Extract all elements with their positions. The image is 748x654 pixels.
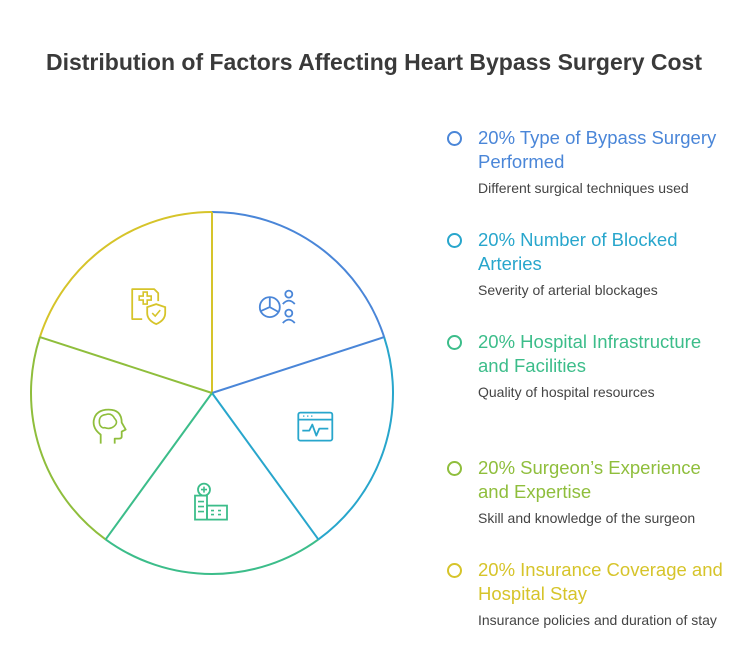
legend-label: Surgeon’s Experience and Expertise (478, 457, 701, 502)
pie-slice-1 (211, 211, 386, 338)
legend-circle-icon (447, 563, 462, 578)
head-brain-icon (92, 408, 127, 444)
legend-circle-icon (447, 131, 462, 146)
slice-divider-4 (104, 392, 213, 541)
legend-circle-icon (447, 335, 462, 350)
slice-divider-3 (211, 392, 320, 541)
legend-percent: 20% (478, 331, 516, 352)
legend-description: Different surgical techniques used (478, 180, 689, 196)
legend-label: Insurance Coverage and Hospital Stay (478, 559, 723, 604)
hospital-building-icon (194, 482, 228, 521)
legend-title: 20% Number of Blocked Arteries (478, 228, 728, 276)
legend-label: Hospital Infrastructure and Facilities (478, 331, 702, 376)
legend-description: Skill and knowledge of the surgeon (478, 510, 696, 526)
legend-description: Quality of hospital resources (478, 384, 655, 400)
pie-chart-people-icon (258, 289, 296, 324)
pie-slice-3 (105, 538, 319, 575)
legend-percent: 20% (478, 229, 516, 250)
legend-circle-icon (447, 233, 462, 248)
legend-circle-icon (447, 461, 462, 476)
legend-percent: 20% (478, 457, 516, 478)
slice-divider-2 (211, 336, 385, 394)
legend-title: 20% Surgeon’s Experience and Expertise (478, 456, 728, 504)
legend-title: 20% Type of Bypass Surgery Performed (478, 126, 728, 174)
slice-divider-5 (39, 336, 213, 394)
medical-document-shield-icon (131, 288, 167, 326)
legend-label: Type of Bypass Surgery Performed (478, 127, 717, 172)
legend-description: Severity of arterial blockages (478, 282, 658, 298)
pie-slice-4 (30, 336, 107, 541)
legend-percent: 20% (478, 127, 516, 148)
legend-percent: 20% (478, 559, 516, 580)
pie-slice-5 (38, 211, 213, 338)
heart-monitor-screen-icon (297, 411, 334, 442)
legend-title: 20% Hospital Infrastructure and Faciliti… (478, 330, 728, 378)
legend-label: Number of Blocked Arteries (478, 229, 678, 274)
legend-title: 20% Insurance Coverage and Hospital Stay (478, 558, 728, 606)
legend-description: Insurance policies and duration of stay (478, 612, 717, 628)
chart-title: Distribution of Factors Affecting Heart … (45, 49, 703, 75)
pie-slice-2 (317, 336, 394, 541)
